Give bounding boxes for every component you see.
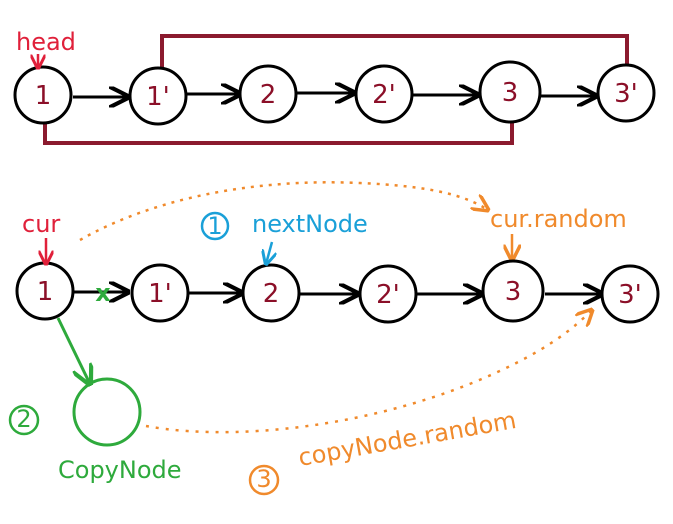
bottom-node-1: 1 — [15, 261, 75, 321]
top-node-3prime-label: 3' — [614, 79, 638, 109]
bottom-node-1-label: 1 — [37, 277, 54, 307]
head-label: head — [16, 28, 76, 56]
top-node-1-label: 1 — [35, 81, 52, 111]
next-node-label: nextNode — [252, 210, 368, 238]
step3-marker: 3 — [256, 465, 271, 493]
top-node-3prime: 3' — [596, 63, 656, 123]
step2-marker-circle — [8, 404, 40, 436]
copy-random-dashed-link — [145, 310, 592, 434]
cur-random-dashed-link — [79, 181, 488, 242]
bottom-node-2prime-label: 2' — [376, 280, 400, 310]
copy-node-link-arrow — [56, 317, 90, 384]
top-random-link-1prime-to-3prime — [160, 34, 629, 70]
step1-marker-circle — [200, 211, 230, 241]
cur-random-label: cur.random — [490, 205, 627, 233]
bottom-node-2: 2 — [241, 263, 301, 323]
bottom-node-3-label: 3 — [505, 277, 522, 307]
cur-label: cur — [22, 210, 60, 238]
cut-mark: x — [95, 279, 111, 307]
top-node-3: 3 — [478, 60, 542, 124]
bottom-node-3prime-label: 3' — [618, 280, 642, 310]
top-node-2prime-label: 2' — [372, 80, 396, 110]
bottom-node-2prime: 2' — [358, 264, 418, 324]
bottom-node-1prime-label: 1' — [148, 279, 172, 309]
top-node-1: 1 — [13, 65, 73, 125]
step3-marker-circle — [248, 464, 280, 496]
top-node-1prime-label: 1' — [146, 82, 170, 112]
top-random-link-1-to-3 — [43, 119, 514, 145]
top-node-2prime: 2' — [354, 64, 414, 124]
bottom-node-3: 3 — [481, 259, 545, 323]
copy-node-label: CopyNode — [58, 456, 182, 484]
top-node-3-label: 3 — [502, 78, 519, 108]
top-node-2-label: 2 — [260, 80, 277, 110]
step1-marker: 1 — [207, 212, 222, 240]
top-node-2: 2 — [238, 64, 298, 124]
bottom-node-2-label: 2 — [263, 279, 280, 309]
top-node-1prime: 1' — [128, 66, 188, 126]
bottom-node-3prime: 3' — [600, 264, 660, 324]
bottom-node-1prime: 1' — [130, 263, 190, 323]
copy-node-circle — [72, 377, 142, 447]
copy-node-random-label: copyNode.random — [296, 406, 518, 472]
step2-marker: 2 — [16, 405, 31, 433]
next-node-pointer-arrow — [266, 241, 272, 264]
